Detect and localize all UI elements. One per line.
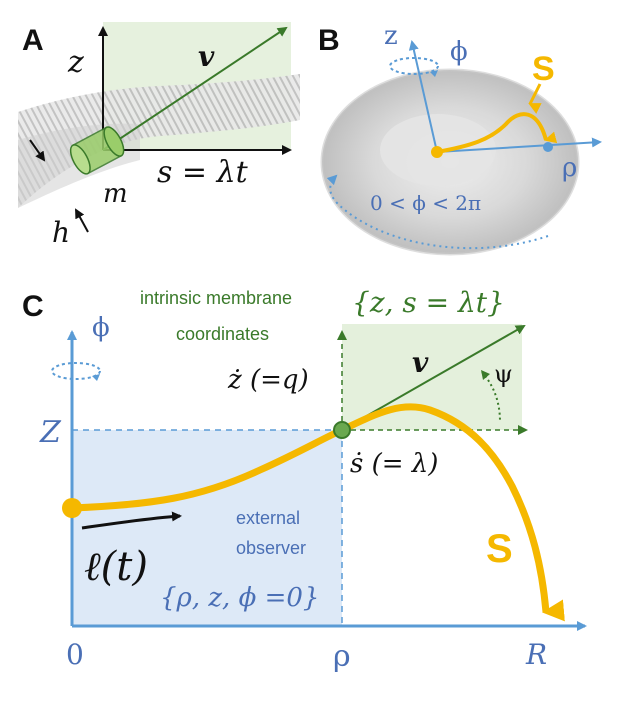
rbc-rim — [320, 68, 580, 256]
panel-a-m-label: m — [103, 179, 128, 209]
panel-b-origin-dot — [431, 146, 443, 158]
panel-a: A z v s = λt m h — [18, 22, 300, 249]
panel-b-z-label: z — [384, 21, 398, 51]
panel-b-rho-label: ρ — [562, 153, 577, 183]
panel-c-Z-label: Z — [39, 415, 62, 450]
panel-c-R-label: R — [525, 638, 547, 671]
external-coords-label: {ρ, z, ϕ =0} — [160, 583, 319, 613]
intrinsic-label-line2: coordinates — [176, 324, 269, 344]
contact-point-dot — [333, 421, 351, 439]
psi-angle-arc — [481, 371, 501, 423]
panel-b: B z ϕ S ρ 0 < ϕ < 2π — [318, 21, 602, 256]
panel-b-s-pointer — [528, 83, 542, 114]
panel-a-s-label: s = λt — [157, 155, 249, 190]
panel-a-h-label: h — [52, 216, 70, 249]
panel-b-z-axis — [408, 40, 438, 153]
psi-arrowhead-icon — [481, 370, 490, 380]
sdot-label: ṡ (= λ) — [350, 449, 438, 479]
panel-b-phi-range-arc — [326, 174, 549, 250]
cylinder-m-icon — [69, 126, 125, 175]
psi-label: ψ — [494, 360, 513, 388]
external-label-line2: observer — [236, 538, 306, 558]
intrinsic-label-line1: intrinsic membrane — [140, 288, 292, 308]
thickness-arrow-bottom-icon — [75, 208, 89, 233]
membrane-tube — [18, 74, 300, 208]
panel-c-rho-label: ρ — [333, 639, 351, 674]
ell-label: ℓ(t) — [84, 544, 148, 590]
panel-c-rotation-icon — [51, 362, 101, 380]
panel-a-v-vector — [102, 26, 288, 151]
zdot-label: ż (=q) — [227, 365, 309, 395]
s-curve — [71, 403, 565, 622]
panel-a-z-label: z — [67, 45, 84, 80]
panel-b-rotation-icon — [389, 57, 439, 75]
panel-b-rho-axis — [436, 137, 602, 153]
panel-c: C ϕ Z 0 ρ R intrinsic membrane coordinat… — [22, 286, 587, 674]
panel-b-phi-label: ϕ — [450, 37, 468, 67]
external-label-line1: external — [236, 508, 300, 528]
panel-b-letter: B — [318, 24, 340, 57]
panel-c-phi-label: ϕ — [92, 313, 110, 343]
panel-c-rotation-arrowhead-icon — [92, 374, 100, 381]
panel-a-v-label: v — [198, 40, 215, 73]
panel-b-range-label: 0 < ϕ < 2π — [370, 191, 481, 215]
panel-b-rotation-arrowhead-icon — [430, 70, 438, 77]
panel-c-letter: C — [22, 290, 44, 323]
panel-b-s-curve — [436, 112, 558, 154]
intrinsic-coords-label: {z, s = λt} — [352, 286, 505, 319]
panel-b-rho-dot — [543, 142, 553, 152]
external-observer-region — [72, 430, 342, 626]
panel-b-s-label: S — [532, 50, 555, 88]
panel-a-letter: A — [22, 24, 44, 57]
v-label: v — [412, 346, 429, 379]
ell-arrow — [81, 511, 182, 530]
curve-start-dot — [62, 498, 82, 518]
panel-c-origin-label: 0 — [66, 638, 84, 671]
thickness-arrow-top-icon — [29, 139, 46, 162]
s-label: S — [486, 527, 513, 571]
